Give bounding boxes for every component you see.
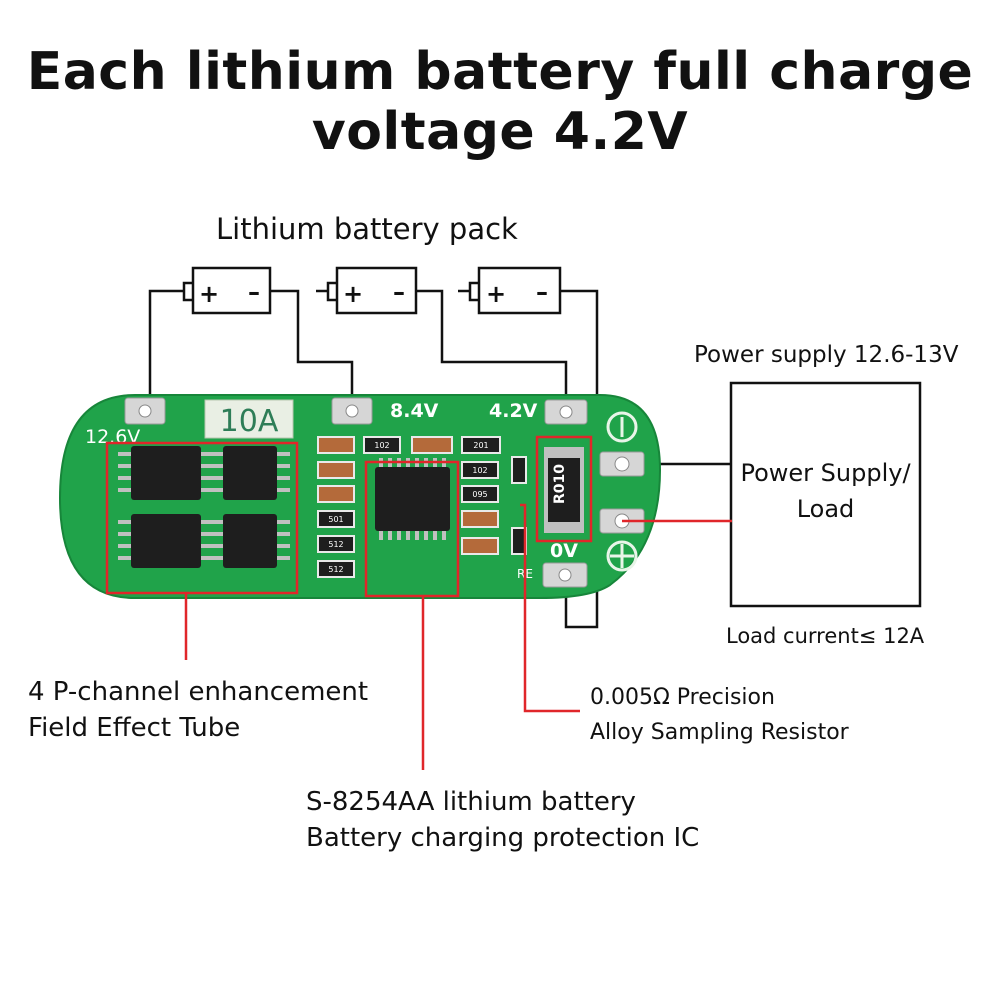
battery-minus: – (536, 278, 548, 306)
mosfet-chip (131, 446, 201, 500)
pad-p-minus (599, 451, 645, 477)
pcb-board: 10A (58, 394, 662, 599)
title-line-1: Each lithium battery full charge (26, 42, 974, 102)
smd-code: 512 (328, 565, 343, 574)
load-current-label: Load current≤ 12A (726, 624, 925, 648)
mosfet-annotation-line-1: 4 P-channel enhancement (28, 677, 369, 707)
power-box-line-1: Power Supply/ (740, 459, 911, 487)
resistor-annotation-line-2: Alloy Sampling Resistor (590, 720, 849, 745)
minus-symbol-icon (606, 411, 638, 443)
label-4-2v: 4.2V (489, 400, 538, 422)
battery-plus: + (343, 280, 363, 308)
smd-code: 501 (328, 515, 343, 524)
mosfet-annotation-line-2: Field Effect Tube (28, 713, 241, 743)
mosfet-chip (223, 514, 277, 568)
mosfet-group (118, 446, 290, 568)
label-0v: 0V (550, 540, 578, 562)
highlight-lines (105, 435, 732, 770)
pad-b2 (544, 399, 588, 425)
smd-code: 201 (473, 441, 488, 450)
battery-minus: – (393, 278, 405, 306)
ic-annotation-line-1: S-8254AA lithium battery (306, 787, 636, 817)
resistor-annotation: 0.005Ω Precision Alloy Sampling Resistor (590, 680, 849, 750)
ic-annotation-line-2: Battery charging protection IC (306, 823, 700, 853)
mosfet-chip (131, 514, 201, 568)
resistor-marking: R010 (552, 464, 568, 504)
current-rating-badge (204, 399, 294, 439)
label-8-4v: 8.4V (390, 400, 439, 422)
power-box-text: Power Supply/ Load (731, 455, 920, 527)
title-line-2: voltage 4.2V (311, 102, 689, 162)
pad-0v (542, 562, 588, 588)
ic-annotation: S-8254AA lithium battery Battery chargin… (306, 784, 699, 856)
protection-ic (375, 458, 450, 540)
battery-plus: + (486, 280, 506, 308)
smd-code: 512 (328, 540, 343, 549)
sampling-resistor: R010 (544, 447, 584, 533)
battery-minus: – (248, 278, 260, 306)
mosfet-annotation: 4 P-channel enhancement Field Effect Tub… (28, 674, 368, 746)
pad-b-minus (124, 397, 166, 425)
pad-b1 (331, 397, 373, 425)
resistor-annotation-line-1: 0.005Ω Precision (590, 685, 775, 710)
capacitors (317, 436, 499, 555)
battery-cell-3: + – (468, 266, 562, 315)
plus-symbol-icon (606, 540, 638, 572)
mosfet-chip (223, 446, 277, 500)
smd-code: 102 (472, 466, 487, 475)
power-supply-box (729, 381, 922, 608)
battery-cell-2: + – (326, 266, 418, 315)
resistors-smd: 102 201 102 095 501 512 512 (317, 436, 527, 578)
power-supply-label: Power supply 12.6-13V (694, 342, 959, 368)
battery-cell-1: + – (182, 266, 272, 315)
badge-text: 10A (220, 404, 279, 439)
smd-code: 102 (374, 441, 389, 450)
label-12-6v: 12.6V (85, 426, 140, 448)
power-box-line-2: Load (796, 495, 855, 523)
battery-plus: + (199, 280, 219, 308)
battery-pack-label: Lithium battery pack (216, 212, 518, 246)
smd-code: 095 (472, 490, 487, 499)
